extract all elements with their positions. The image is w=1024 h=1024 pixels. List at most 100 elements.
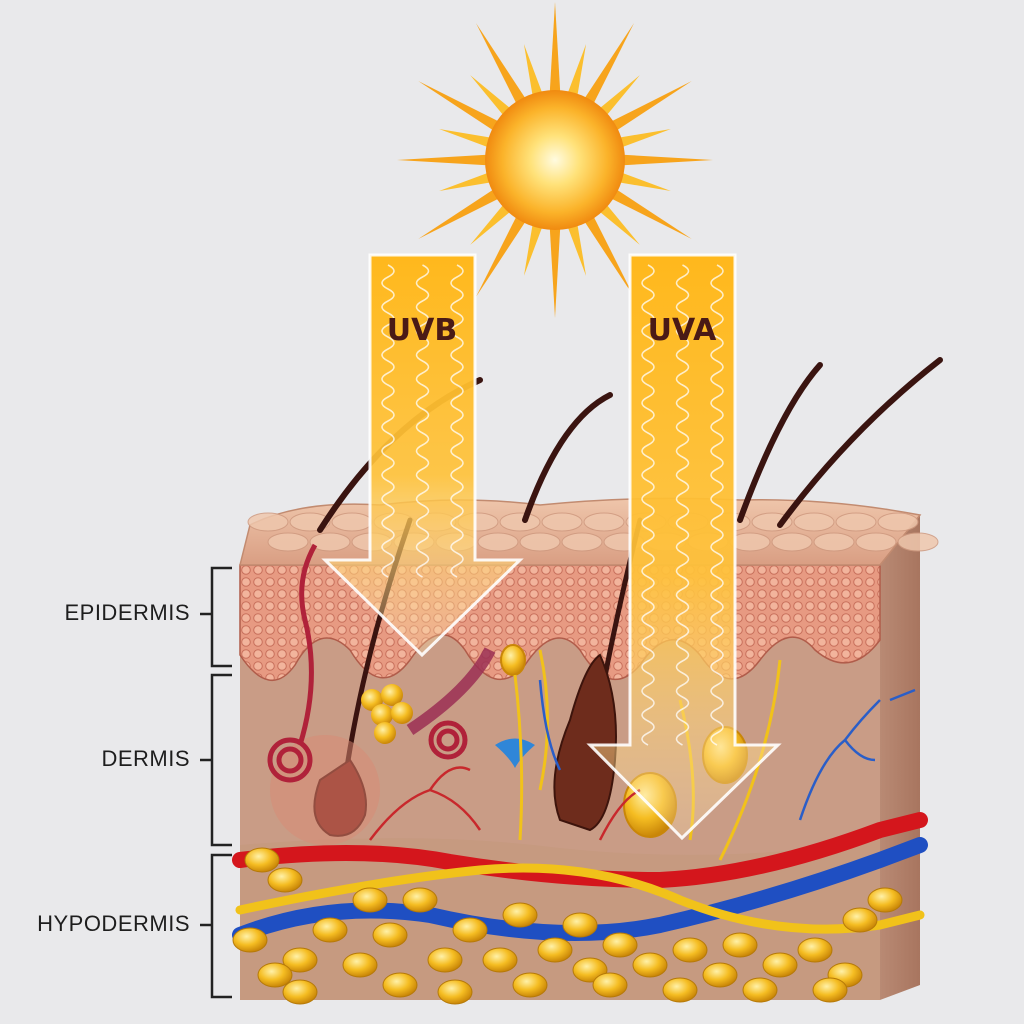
fat-cell — [797, 937, 833, 963]
sun-rays — [397, 2, 713, 318]
sun-ray-spike — [594, 199, 640, 245]
wave-line — [675, 264, 690, 746]
sun-ray-spike — [523, 218, 545, 276]
surface-bump — [267, 532, 309, 552]
fat-cell — [437, 979, 473, 1005]
hair-4 — [777, 357, 943, 528]
surface-bump — [331, 512, 373, 532]
fat-cell — [762, 952, 798, 978]
venules — [538, 679, 916, 821]
sun-ray-spike — [418, 186, 505, 239]
fat-cell — [244, 847, 280, 873]
surface-bump — [771, 532, 813, 552]
fat-cell — [867, 887, 903, 913]
fat-cell — [382, 972, 418, 998]
wave-line — [381, 264, 395, 578]
sun-ray-spike — [439, 170, 497, 192]
label-hypodermis: HYPODERMIS — [37, 911, 190, 936]
uva-label: UVA — [648, 313, 718, 348]
fat-cell — [267, 867, 303, 893]
sun-ray-spike — [605, 186, 692, 239]
fat-cell — [352, 887, 388, 913]
surface-bump — [519, 532, 561, 552]
uvb-label: UVB — [387, 313, 457, 348]
fat-cell — [602, 932, 638, 958]
sun-ray-spike — [470, 199, 516, 245]
sun-ray-spike — [470, 75, 516, 121]
surface-bump — [813, 532, 855, 552]
sun-ray-spike — [613, 170, 671, 192]
surface-bump — [541, 512, 583, 532]
sun-ray-spike — [565, 218, 587, 276]
uva-wave-lines — [641, 264, 724, 746]
fat-cell — [742, 977, 778, 1003]
surface-bump — [247, 512, 289, 532]
sun-ray-spike — [613, 128, 671, 150]
sun-ray-spike — [549, 221, 561, 318]
fat-cell — [662, 977, 698, 1003]
surface-bump — [855, 532, 897, 552]
sun-ray-spike — [476, 210, 529, 297]
uvb-ray: UVB — [321, 253, 524, 658]
artery — [232, 812, 928, 889]
sun-ray-spike — [581, 23, 634, 110]
fat-cell — [842, 907, 878, 933]
fat-cell — [512, 972, 548, 998]
sun-ray-spike — [439, 128, 497, 150]
label-dermis: DERMIS — [101, 746, 190, 771]
fat-cell — [562, 912, 598, 938]
uva-ray: UVA — [586, 253, 782, 841]
surface-bump — [877, 512, 919, 532]
sweat-gland-left — [267, 543, 318, 783]
sun-ray-spike — [523, 44, 545, 102]
fat-cell — [537, 937, 573, 963]
fat-cell — [632, 952, 668, 978]
wave-line — [641, 264, 655, 746]
sun-ray-spike — [397, 154, 494, 166]
sun-ray-spike — [549, 2, 561, 99]
fat-cell — [702, 962, 738, 988]
sun-ray-spike — [565, 44, 587, 102]
sun-core — [485, 90, 625, 230]
fat-cell — [502, 902, 538, 928]
fat-cell — [427, 947, 463, 973]
uvb-wave-lines — [381, 264, 464, 578]
sun-ray-spike — [594, 75, 640, 121]
sun-ray-spike — [418, 81, 505, 134]
wave-line — [450, 264, 464, 578]
surface-bump — [897, 532, 939, 552]
skin-surface — [239, 497, 922, 566]
skin-side-face — [880, 515, 920, 1000]
fat-cell — [402, 887, 438, 913]
surface-bump — [309, 532, 351, 552]
surface-bump — [835, 512, 877, 532]
sun-ray-spike — [476, 23, 529, 110]
bracket-hypodermis — [210, 853, 232, 999]
sebaceous-gland — [361, 684, 413, 744]
fat-cell — [232, 927, 268, 953]
sun-ray-spike — [581, 210, 634, 297]
surface-bump — [793, 512, 835, 532]
layer-brackets — [200, 566, 232, 999]
hair-follicle-right — [553, 653, 617, 832]
sun-ray-spike — [605, 81, 692, 134]
surface-bump — [477, 532, 519, 552]
sensory-receptor — [495, 738, 535, 768]
arrector-muscle — [406, 647, 496, 735]
hair-3 — [737, 362, 823, 523]
fat-cell — [722, 932, 758, 958]
fat-cell — [312, 917, 348, 943]
fat-cells — [232, 847, 903, 1005]
fat-cell — [342, 952, 378, 978]
uvb-arrow — [321, 253, 524, 658]
surface-bump — [499, 512, 541, 532]
sweat-gland-center — [428, 720, 468, 760]
fat-cell — [592, 972, 628, 998]
fat-cell — [452, 917, 488, 943]
meissner-corpuscle — [500, 644, 526, 676]
sun-ray-spike — [616, 154, 713, 166]
fat-cell — [282, 979, 318, 1005]
dermis-structures — [267, 543, 916, 861]
fat-cell — [282, 947, 318, 973]
